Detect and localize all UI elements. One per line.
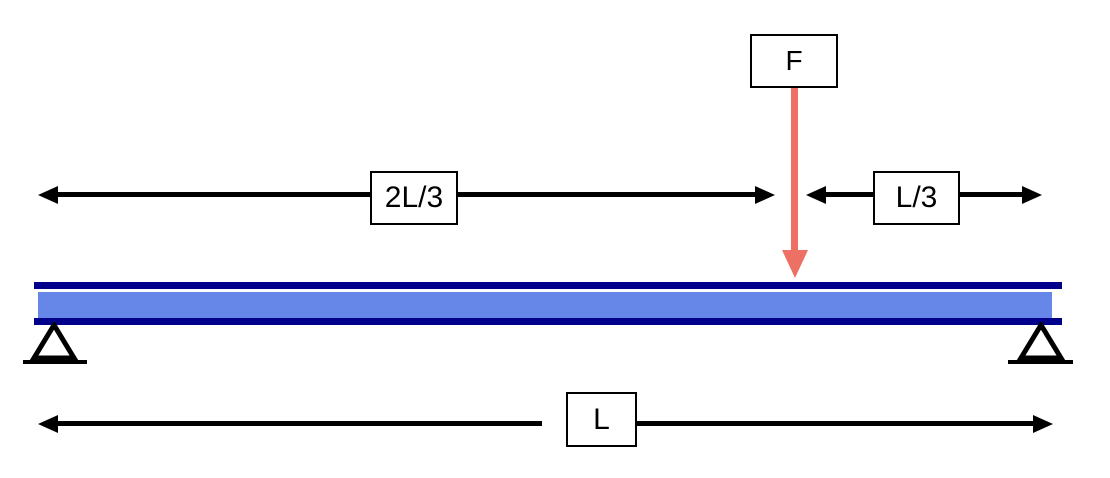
span-right-label-box: L/3 xyxy=(873,171,960,225)
span-right-arrowhead-right-icon xyxy=(1022,186,1042,204)
span-right-arrowhead-left-icon xyxy=(806,186,826,204)
span-total-label-box: L xyxy=(566,392,637,447)
span-total-arrowhead-right-icon xyxy=(1033,415,1053,433)
span-left-dimension-line-right xyxy=(458,192,757,197)
span-left-dimension-line-left xyxy=(54,192,370,197)
span-total-arrowhead-left-icon xyxy=(38,415,58,433)
span-total-label: L xyxy=(593,402,610,436)
force-arrow-shaft xyxy=(791,88,798,252)
span-right-label: L/3 xyxy=(895,181,938,214)
beam-body xyxy=(38,292,1052,318)
force-label-box: F xyxy=(750,34,838,88)
span-total-dimension-line-right xyxy=(637,421,1036,426)
beam-top-flange xyxy=(34,282,1062,289)
span-total-dimension-line-left xyxy=(54,421,542,426)
span-left-arrowhead-right-icon xyxy=(755,186,775,204)
left-support-ground-line xyxy=(23,360,87,364)
beam-bottom-flange xyxy=(34,318,1062,325)
span-left-label: 2L/3 xyxy=(384,181,444,214)
right-support-ground-line xyxy=(1008,360,1073,364)
span-left-arrowhead-left-icon xyxy=(38,186,58,204)
force-arrow-down-icon xyxy=(782,250,808,278)
force-label: F xyxy=(785,45,803,76)
span-left-label-box: 2L/3 xyxy=(370,171,458,225)
span-right-dimension-line-left xyxy=(824,192,873,197)
left-pin-support-icon xyxy=(29,322,79,361)
span-right-dimension-line-right xyxy=(960,192,1024,197)
right-pin-support-icon xyxy=(1016,322,1066,361)
